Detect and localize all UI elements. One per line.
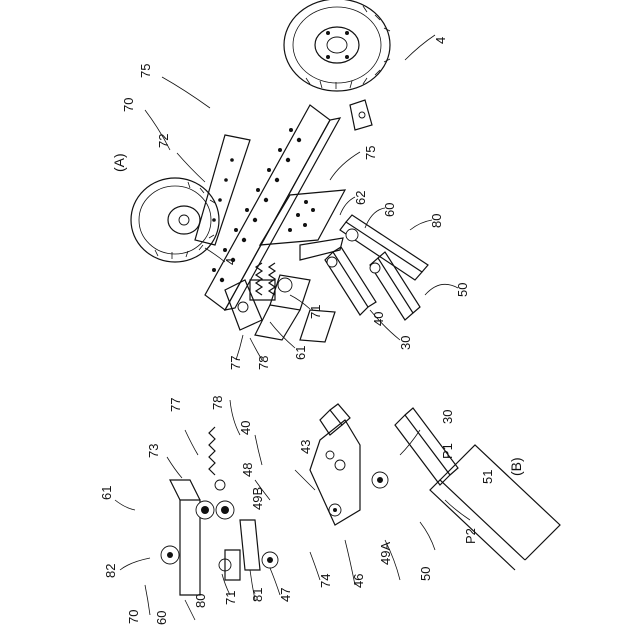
label-a-50: 50 (455, 283, 470, 297)
label-a-30: 30 (398, 336, 413, 350)
spring-78b (209, 427, 215, 475)
bracket-60 (260, 190, 345, 260)
label-b-43: 43 (298, 440, 313, 454)
label-a-75: 75 (363, 146, 378, 160)
label-b-60: 60 (154, 611, 169, 625)
tab-75 (350, 100, 372, 130)
label-a-77: 77 (228, 356, 243, 370)
label-b-p1: P1 (440, 443, 455, 459)
label-b-p2: P2 (463, 528, 478, 544)
label-b-80: 80 (193, 594, 208, 608)
label-a-60: 60 (382, 203, 397, 217)
bracket-60b (161, 480, 240, 595)
leader-lines-a (145, 35, 458, 360)
plate-77 (225, 280, 262, 330)
label-b-73: 73 (146, 444, 161, 458)
link-30 (370, 252, 420, 320)
figure-b-caption: (B) (508, 457, 524, 476)
label-a-71: 71 (308, 305, 323, 319)
label-a-75b: 75 (138, 64, 153, 78)
rotated-sheet: (A) (99, 0, 560, 625)
label-b-50: 50 (418, 567, 433, 581)
label-b-47: 47 (278, 588, 293, 602)
figure-b: (B) (99, 396, 560, 625)
figure-a: (A) (111, 0, 470, 370)
label-a-62: 62 (353, 191, 368, 205)
spring-78 (256, 263, 275, 295)
figure-a-caption: (A) (111, 153, 127, 172)
label-b-48: 48 (240, 463, 255, 477)
label-a-40: 40 (371, 312, 386, 326)
link-40 (325, 247, 376, 315)
label-b-51: 51 (480, 470, 495, 484)
label-a-80: 80 (429, 214, 444, 228)
label-a-78: 78 (256, 356, 271, 370)
label-b-30: 30 (440, 410, 455, 424)
rail-81 (240, 520, 278, 570)
label-b-74: 74 (318, 574, 333, 588)
label-b-71: 71 (223, 591, 238, 605)
label-b-70: 70 (126, 610, 141, 624)
label-a-70: 70 (121, 98, 136, 112)
label-b-40: 40 (238, 421, 253, 435)
bar-50 (430, 445, 560, 570)
label-a-4-rear: 4 (223, 258, 238, 265)
label-a-61: 61 (293, 346, 308, 360)
label-b-81: 81 (250, 588, 265, 602)
label-a-4-front: 4 (433, 37, 448, 44)
label-b-82: 82 (103, 564, 118, 578)
wheel-4-rear (131, 178, 219, 262)
arm-50 (340, 215, 428, 280)
label-b-49b: 49B (250, 487, 265, 510)
wheel-4-front (284, 0, 390, 91)
label-b-78: 78 (210, 396, 225, 410)
label-b-77: 77 (168, 398, 183, 412)
plate-43 (310, 420, 360, 525)
label-b-49a: 49A (378, 542, 393, 565)
label-a-72: 72 (156, 134, 171, 148)
label-b-46: 46 (351, 574, 366, 588)
leader-lines-b (115, 400, 470, 620)
label-b-61: 61 (99, 486, 114, 500)
rail-40 (320, 404, 350, 435)
rollers-61 (196, 480, 234, 519)
